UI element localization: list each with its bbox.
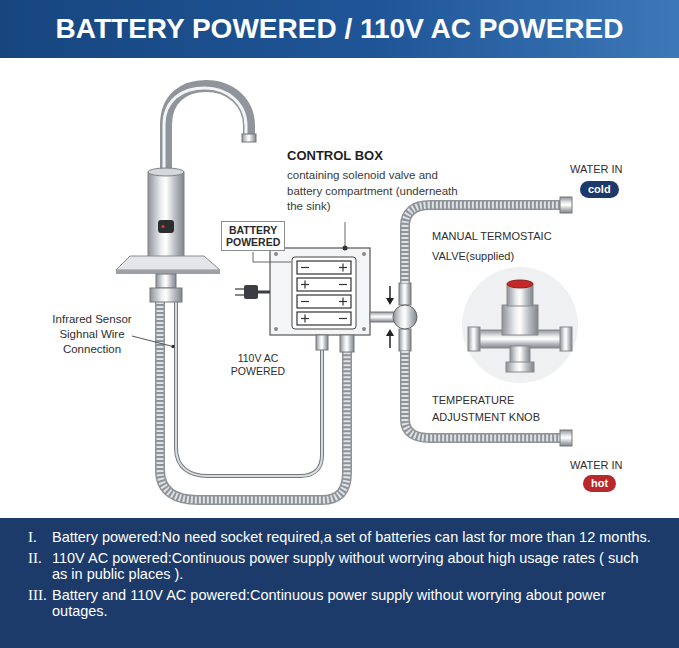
box-fittings (340, 335, 354, 352)
callout-bracket (345, 222, 346, 246)
part-label: MANUAL TERMOSTAIC VALVE(supplied) (432, 226, 570, 266)
power-plug (235, 288, 244, 290)
part-label: Infrared Sensor Sighnal Wire Connection (38, 312, 146, 357)
battery-symbol (301, 301, 309, 302)
faucet (150, 288, 182, 302)
list-number: III. (28, 587, 52, 619)
mixing-valve (370, 283, 417, 351)
list-item: III.Battery and 110V AC powered:Continuo… (28, 587, 651, 619)
box-description: containing solenoid valve and battery co… (287, 168, 467, 215)
battery-symbol (297, 295, 351, 308)
valve-photo (462, 267, 578, 383)
faucet (156, 274, 176, 288)
valve-photo (510, 346, 530, 364)
tag-text: cold (588, 183, 611, 195)
battery-symbol (297, 261, 351, 274)
power-plug (235, 294, 244, 296)
tag-text: BATTERY POWERED (226, 224, 280, 248)
mixing-valve (389, 335, 391, 348)
leader-line (132, 336, 175, 348)
faucet (158, 220, 174, 233)
valve-photo (507, 280, 533, 288)
callout-bracket (343, 246, 348, 251)
mixing-valve (386, 298, 394, 305)
mixing-valve (389, 286, 391, 299)
list-number: I. (28, 529, 52, 545)
mixing-valve (399, 329, 411, 351)
box-fittings (316, 335, 328, 350)
faucet (116, 270, 220, 274)
water-hose (560, 430, 572, 446)
list-text: 110V AC powered:Continuous power supply … (52, 550, 651, 582)
valve-photo (502, 305, 538, 335)
control-box-drawing (274, 252, 278, 256)
list-number: II. (28, 550, 52, 582)
control-box-drawing (274, 327, 278, 331)
battery-symbol (339, 318, 347, 319)
battery-symbol (301, 267, 309, 268)
control-box-drawing (362, 327, 366, 331)
water-hose (560, 197, 572, 213)
mixing-valve (399, 283, 411, 305)
box-fittings (316, 335, 354, 352)
battery-symbol (304, 281, 305, 289)
title-text: BATTERY POWERED / 110V AC POWERED (0, 0, 679, 58)
info-panel: I.Battery powered:No need socket require… (0, 518, 679, 648)
power-plug (258, 291, 270, 294)
faucet (116, 256, 220, 270)
callout-bracket (253, 252, 291, 262)
mixing-valve (370, 312, 394, 322)
battery-symbol (297, 278, 351, 291)
faucet (148, 172, 184, 258)
mixing-valve (393, 305, 417, 329)
control-box-drawing (270, 248, 370, 335)
list-item: II.110V AC powered:Continuous power supp… (28, 550, 651, 582)
battery-symbol (339, 284, 347, 285)
battery-symbol (304, 315, 305, 323)
battery-symbol (342, 264, 343, 272)
control-box-drawing (270, 248, 370, 335)
faucet (164, 88, 246, 174)
list-text: Battery powered:No need socket required,… (52, 529, 651, 545)
water-tag: hot (583, 475, 616, 492)
list-text: Battery and 110V AC powered:Continuous p… (52, 587, 651, 619)
power-plug (235, 285, 270, 299)
part-label: TEMPERATURE ADJUSTMENT KNOB (432, 392, 582, 426)
faucet (116, 86, 256, 302)
battery-symbol (297, 261, 351, 325)
valve-photo (468, 327, 480, 351)
faucet (242, 134, 256, 142)
list-item: I.Battery powered:No need socket require… (28, 529, 651, 545)
title-band (0, 0, 679, 58)
faucet (161, 225, 164, 228)
battery-symbol (297, 312, 351, 325)
valve-photo (506, 362, 534, 372)
inlet-label: WATER IN (570, 163, 623, 175)
box-heading: CONTROL BOX (287, 148, 383, 163)
faucet (148, 168, 184, 176)
part-label: 110V AC POWERED (226, 352, 290, 378)
leader-line (132, 336, 171, 346)
valve-photo (462, 267, 578, 383)
leader-line (171, 345, 175, 349)
callout-box: BATTERY POWERED (221, 221, 285, 251)
control-box: CONTROL BOXcontaining solenoid valve and… (270, 248, 370, 335)
tag-text: hot (591, 477, 608, 489)
mixing-valve (386, 329, 394, 336)
control-box-drawing (362, 252, 366, 256)
control-box-drawing (292, 257, 356, 329)
power-plug (244, 285, 258, 299)
battery-symbol (342, 298, 343, 306)
inlet-label: WATER IN (570, 459, 623, 471)
water-tag: cold (580, 181, 619, 198)
valve-photo (560, 327, 572, 351)
